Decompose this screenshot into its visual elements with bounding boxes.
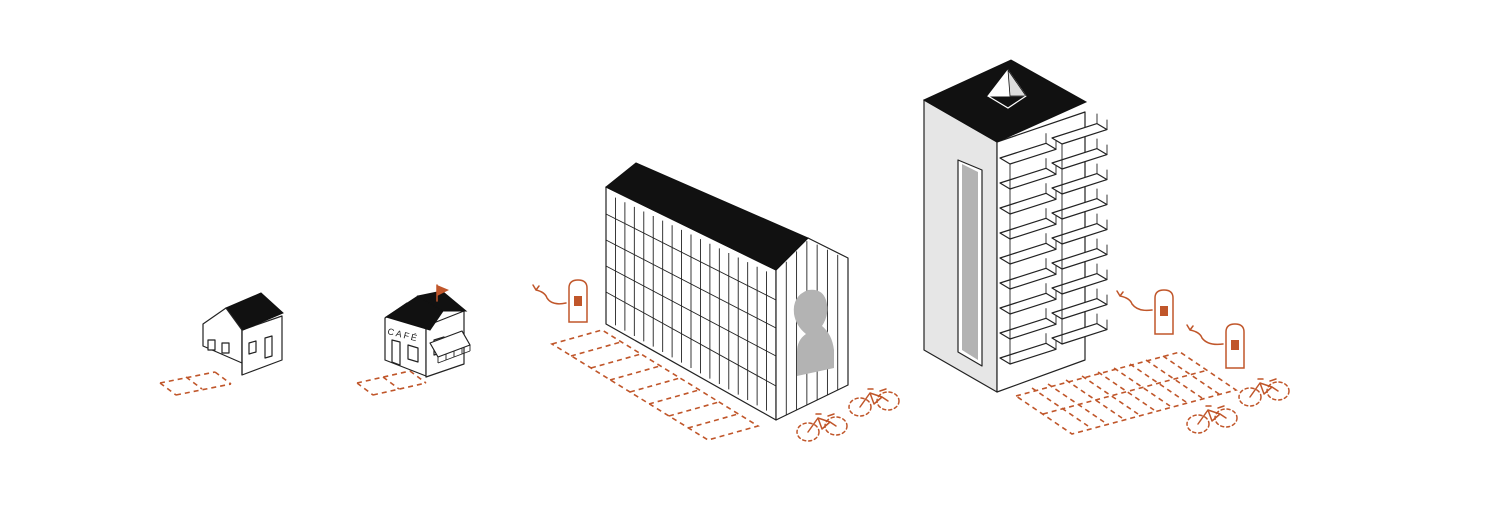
door-icon: [264, 335, 273, 359]
bikes-tower: [1186, 378, 1290, 434]
window-icon: [207, 339, 216, 351]
cafe-parking: [356, 370, 427, 396]
balcony: [999, 308, 1057, 340]
flag-icon: [436, 284, 449, 302]
skylight-icon: [986, 68, 1027, 109]
balcony: [1051, 238, 1108, 270]
balcony: [1051, 263, 1108, 295]
balcony: [1051, 163, 1108, 195]
balcony: [1051, 288, 1108, 320]
balcony: [999, 158, 1057, 190]
bike-rack-icon: [1116, 289, 1174, 335]
balcony: [1051, 113, 1108, 145]
balcony: [999, 133, 1057, 165]
small-house-parking: [159, 371, 232, 396]
small-house: [159, 292, 284, 396]
balcony: [999, 208, 1057, 240]
balcony: [1051, 213, 1108, 245]
bicycle-icon: [1186, 405, 1238, 434]
gable-cladding: [785, 241, 839, 415]
balcony: [1051, 188, 1108, 220]
mural-silhouette-icon: [793, 289, 834, 376]
bikes-apartment: [796, 388, 900, 442]
balcony: [1051, 138, 1108, 170]
bike-rack-icon: [532, 279, 588, 323]
door-icon: [391, 339, 401, 366]
balcony: [999, 333, 1057, 365]
window-icon: [221, 342, 230, 354]
awning-icon: [429, 330, 471, 364]
apartment-parking: [550, 329, 760, 441]
bicycle-icon: [796, 413, 848, 442]
tower: [922, 59, 1290, 435]
apartment-block: [532, 162, 900, 442]
bicycle-icon: [848, 388, 900, 417]
bicycle-icon: [1238, 378, 1290, 407]
bike-rack-icon: [1186, 323, 1245, 369]
tower-parking: [1014, 351, 1238, 435]
tower-balconies: [999, 113, 1108, 365]
balcony: [1051, 313, 1108, 345]
cafe: CAFÉ: [356, 284, 471, 396]
apartment-windows: [614, 197, 768, 411]
